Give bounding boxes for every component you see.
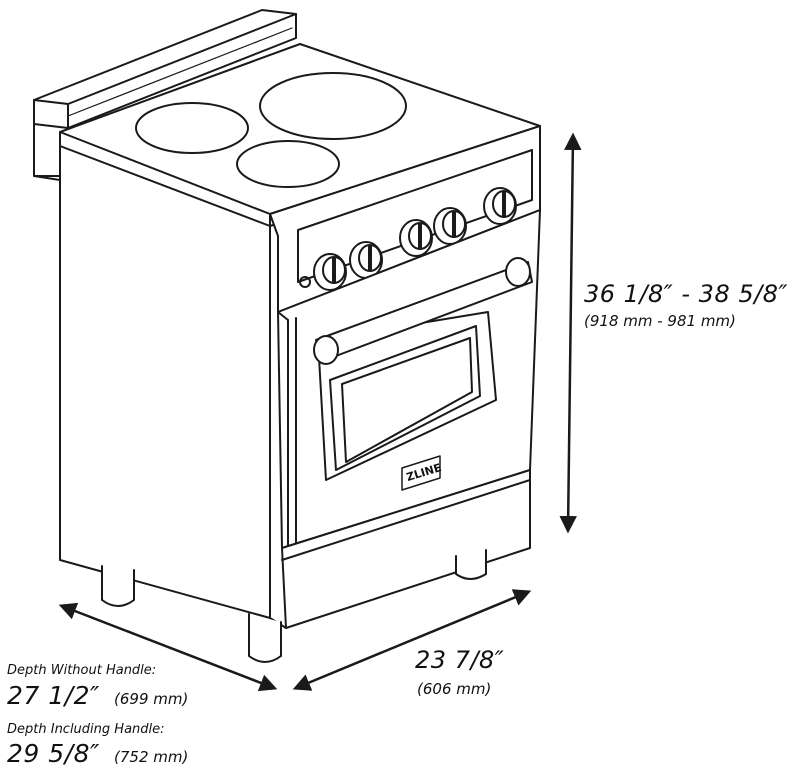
depth-including-handle-metric: (752 mm) [114,748,189,766]
indicator-light [299,276,311,288]
width-metric: (606 mm) [417,680,492,698]
depth-arrow [58,602,278,692]
height-arrow [559,132,582,534]
side-panel [33,123,271,619]
knob-5 [483,187,517,225]
oven-window [317,311,497,481]
depth-without-handle-metric: (699 mm) [114,690,189,708]
width-imperial: 23 7/8″ [415,646,505,674]
depth-including-handle-label: Depth Including Handle: [7,722,165,737]
kick-plate [269,469,531,629]
height-metric: (918 mm - 981 mm) [584,312,736,330]
width-arrow [292,589,532,691]
depth-including-handle-imperial: 29 5/8″ [7,739,100,768]
burner-front [236,140,340,188]
depth-without-handle-imperial: 27 1/2″ [7,681,100,710]
knob-4 [433,207,467,245]
oven-handle [313,257,533,365]
depth-without-handle-label: Depth Without Handle: [7,663,157,678]
height-imperial: 36 1/8″ - 38 5/8″ [584,280,788,308]
knob-1 [313,253,347,291]
burner-large [259,72,407,140]
knobs [313,187,517,291]
zline-logo [401,455,441,491]
burner-left [135,102,249,154]
knob-3 [399,219,433,257]
oven-door [277,209,541,549]
